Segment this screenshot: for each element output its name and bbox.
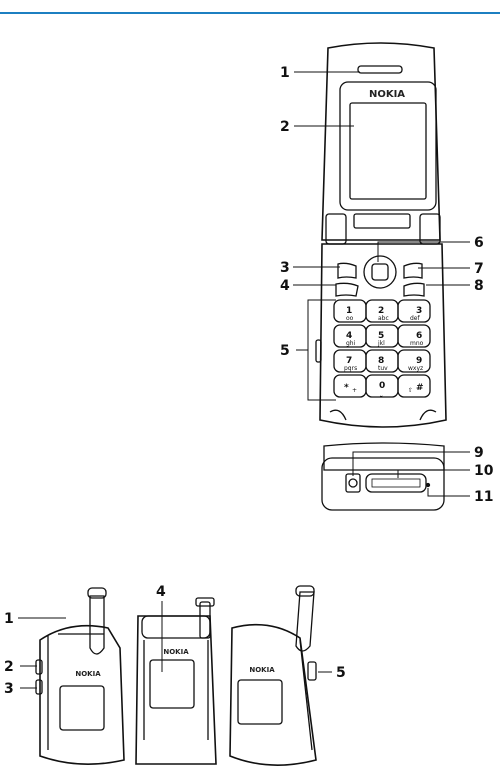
key-2-sub: abc <box>378 315 389 322</box>
callout-bottom-2: 2 <box>4 659 14 675</box>
callout-top-11: 11 <box>474 489 493 505</box>
key-0-sub: ⎵ <box>380 390 383 397</box>
mini-display-b <box>150 660 194 708</box>
microphone-hole <box>427 484 430 487</box>
brand-logo-b: NOKIA <box>163 648 189 656</box>
callouts-bottom: 1 2 3 4 5 <box>4 584 346 697</box>
callout-top-7: 7 <box>474 261 484 277</box>
earpiece-slot <box>358 66 402 73</box>
pop-port-connector <box>366 474 426 492</box>
callout-top-8: 8 <box>474 278 484 294</box>
key-8-sub: tuv <box>378 365 388 372</box>
callout-bottom-5: 5 <box>336 665 346 681</box>
key-1-sub: oo <box>346 315 354 322</box>
callout-bottom-1: 1 <box>4 611 14 627</box>
callout-top-9: 9 <box>474 445 484 461</box>
key-4-sub: ghi <box>346 340 356 347</box>
callout-top-6: 6 <box>474 235 484 251</box>
callout-top-1: 1 <box>280 65 290 81</box>
key-9-sub: wxyz <box>408 365 423 372</box>
bottom-edge-view <box>322 443 444 510</box>
closed-phone-front-center <box>136 598 216 764</box>
navi-key <box>364 256 396 288</box>
call-key <box>336 283 358 296</box>
key-5-sub: jkl <box>377 340 385 347</box>
callout-top-10: 10 <box>474 463 494 479</box>
key-hash: # <box>416 383 424 393</box>
brand-logo-open: NOKIA <box>369 89 405 100</box>
mini-display-a <box>60 686 104 730</box>
callout-top-2: 2 <box>280 119 290 135</box>
key-star-sub: + <box>352 387 357 394</box>
brand-logo-c: NOKIA <box>249 666 275 674</box>
keypad-labels: 1 oo 2 abc 3 def 4 ghi 5 jkl 6 mno 7 pqr… <box>344 306 424 397</box>
callout-bottom-3: 3 <box>4 681 14 697</box>
closed-phone-front-right <box>230 586 316 765</box>
charger-connector <box>346 474 360 492</box>
left-selection-key <box>338 263 356 278</box>
key-hash-sub: ⇧ <box>408 387 413 394</box>
callout-top-5: 5 <box>280 343 290 359</box>
key-star: * <box>344 383 349 393</box>
key-3-sub: def <box>410 315 421 322</box>
leader-lines-bottom <box>18 601 332 688</box>
end-key <box>404 283 424 296</box>
side-connector <box>308 662 316 680</box>
brand-logo-a: NOKIA <box>75 670 101 678</box>
callout-bottom-4: 4 <box>156 584 166 600</box>
brand-labels: NOKIA NOKIA NOKIA NOKIA <box>75 89 405 678</box>
mini-display-c <box>238 680 282 724</box>
right-selection-key <box>404 263 422 278</box>
key-6-sub: mno <box>410 340 424 347</box>
key-7-sub: pqrs <box>344 365 357 372</box>
callout-top-4: 4 <box>280 278 290 294</box>
callout-top-3: 3 <box>280 260 290 276</box>
main-display <box>350 103 426 199</box>
